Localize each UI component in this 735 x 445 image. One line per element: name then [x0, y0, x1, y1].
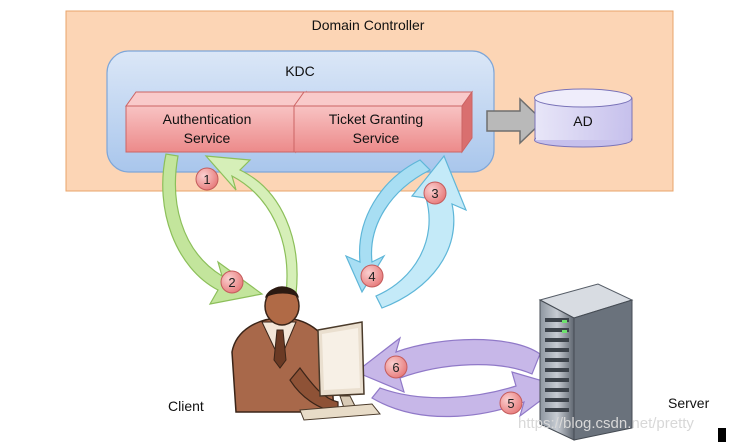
server-tower-illustration — [538, 283, 634, 441]
step-badge-3: 3 — [423, 181, 447, 205]
ticket-granting-service-line2: Service — [353, 130, 400, 146]
client-label: Client — [168, 398, 204, 414]
step-number: 4 — [368, 269, 375, 284]
step-badge-5: 5 — [499, 391, 523, 415]
step-badge-2: 2 — [220, 270, 244, 294]
step-5-6-arrows — [354, 336, 562, 418]
step-number: 5 — [507, 396, 514, 411]
domain-controller-label: Domain Controller — [312, 17, 425, 33]
authentication-service-box: Authentication Service — [125, 90, 307, 154]
client-person-illustration — [231, 286, 381, 421]
ticket-granting-service-box: Ticket Granting Service — [293, 90, 473, 154]
kdc-to-ad-arrow — [486, 97, 545, 145]
step-badge-4: 4 — [360, 264, 384, 288]
authentication-service-line1: Authentication — [163, 111, 252, 127]
corner-mark — [718, 428, 726, 442]
server-label: Server — [668, 395, 710, 411]
step-number: 6 — [392, 360, 399, 375]
step-number: 2 — [228, 275, 235, 290]
step-number: 1 — [203, 172, 210, 187]
step-number: 3 — [431, 186, 438, 201]
step-1-2-arrows — [162, 153, 298, 305]
ad-label: AD — [573, 113, 592, 129]
ad-database: AD — [534, 88, 633, 148]
watermark-text: https://blog.csdn.net/pretty — [518, 415, 694, 432]
step-badge-6: 6 — [384, 355, 408, 379]
authentication-service-line2: Service — [184, 130, 231, 146]
ticket-granting-service-line1: Ticket Granting — [329, 111, 423, 127]
kdc-label: KDC — [285, 63, 315, 79]
step-badge-1: 1 — [195, 167, 219, 191]
